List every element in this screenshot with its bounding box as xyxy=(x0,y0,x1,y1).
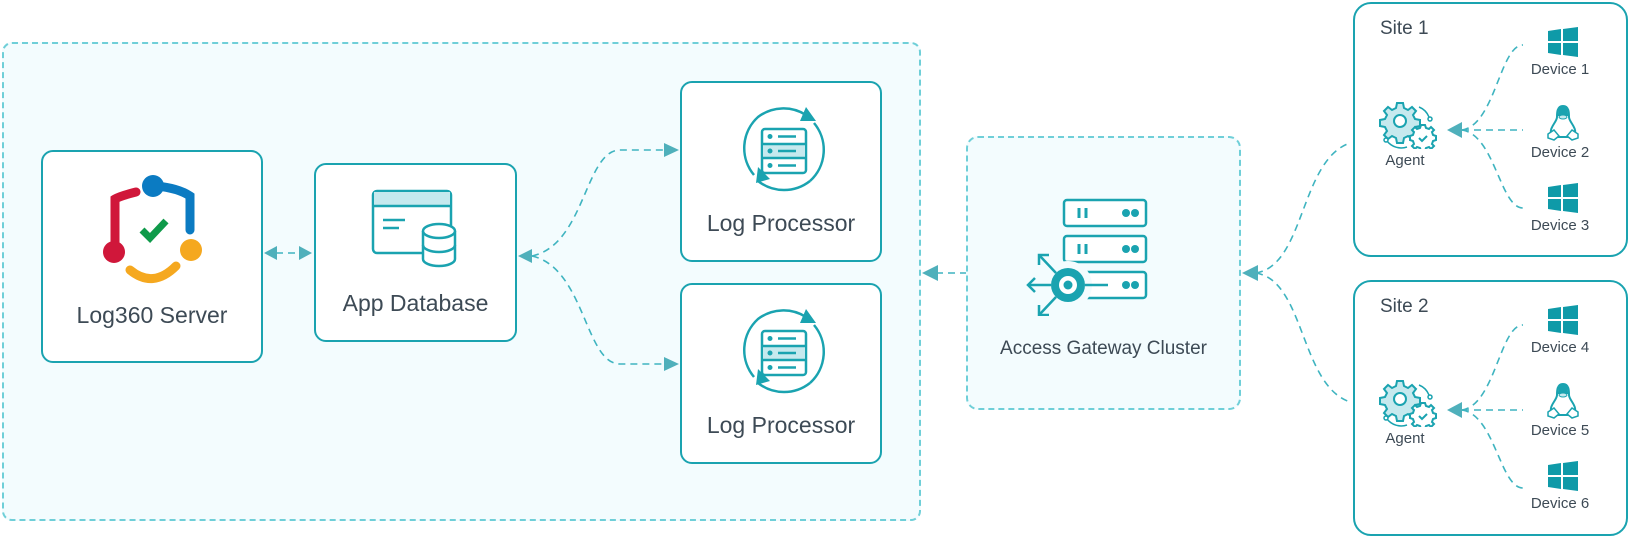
log-processor-node-2[interactable]: Log Processor xyxy=(680,283,882,464)
site-2-agent-label: Agent xyxy=(1385,430,1425,447)
app-database-label: App Database xyxy=(342,290,489,316)
device-6-label: Device 6 xyxy=(1530,495,1590,512)
agent-gears-icon xyxy=(1379,380,1437,427)
site-2-title: Site 2 xyxy=(1380,296,1429,317)
access-gateway-cluster-label: Access Gateway Cluster xyxy=(1000,338,1207,359)
windows-icon xyxy=(1548,183,1578,213)
windows-icon xyxy=(1548,305,1578,335)
device-2-label: Device 2 xyxy=(1530,144,1590,161)
log-processor-node-1[interactable]: Log Processor xyxy=(680,81,882,262)
device-5-label: Device 5 xyxy=(1530,422,1590,439)
linux-tux-icon xyxy=(1547,382,1579,419)
site-1-title: Site 1 xyxy=(1380,18,1429,39)
linux-tux-icon xyxy=(1547,104,1579,141)
log-processor-label-1: Log Processor xyxy=(706,210,856,236)
device-4-label: Device 4 xyxy=(1530,339,1590,356)
log360-server-label: Log360 Server xyxy=(76,302,228,328)
app-database-icon xyxy=(371,189,457,268)
device-3-label: Device 3 xyxy=(1530,217,1590,234)
connector-site2-gateway xyxy=(1255,272,1351,403)
site-2-box[interactable]: Site 2 Agent Device 4 Device 5 Device 6 xyxy=(1353,280,1628,536)
site-1-agent-label: Agent xyxy=(1385,152,1425,169)
log-processor-icon xyxy=(743,309,825,394)
log-processor-label-2: Log Processor xyxy=(706,412,856,438)
log360-shield-logo-icon xyxy=(103,175,202,283)
connector-site1-gateway xyxy=(1255,142,1351,274)
log360-server-node[interactable]: Log360 Server xyxy=(41,150,263,363)
app-database-node[interactable]: App Database xyxy=(314,163,517,342)
windows-icon xyxy=(1548,461,1578,491)
agent-gears-icon xyxy=(1379,102,1437,149)
log-processor-icon xyxy=(743,107,825,192)
arrowhead-cluster xyxy=(922,265,938,281)
gateway-cluster-icon xyxy=(1026,198,1148,316)
arrowhead-gateway xyxy=(1242,265,1258,281)
windows-icon xyxy=(1548,27,1578,57)
device-1-label: Device 1 xyxy=(1530,61,1590,78)
site-1-box[interactable]: Site 1 Agent Device 1 Device 2 Device 3 xyxy=(1353,2,1628,257)
access-gateway-cluster-node[interactable]: Access Gateway Cluster xyxy=(966,136,1241,410)
